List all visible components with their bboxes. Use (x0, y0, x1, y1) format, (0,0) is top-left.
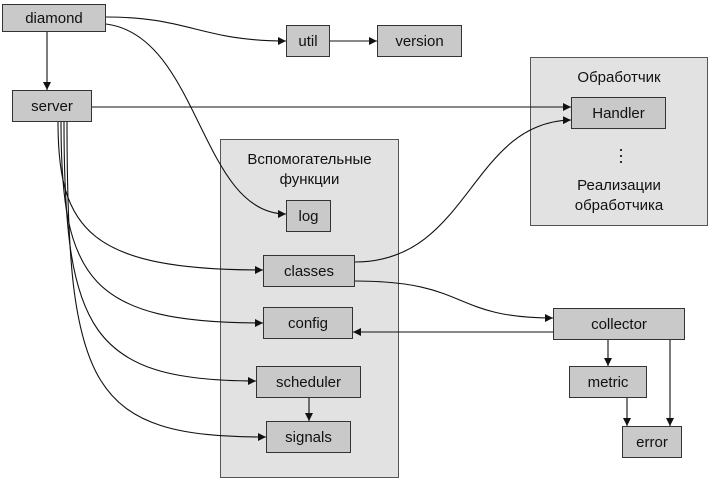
node-signals[interactable]: signals (266, 421, 351, 453)
edge-server-scheduler (63, 121, 257, 385)
node-classes[interactable]: classes (263, 255, 355, 287)
handlers-group: Обработчик ··· Реализации обработчика (530, 57, 708, 226)
edge-server-classes (57, 121, 264, 274)
node-error[interactable]: error (622, 426, 682, 458)
node-handler[interactable]: Handler (571, 97, 666, 129)
edge-diamond-util (105, 16, 287, 45)
node-util[interactable]: util (286, 25, 330, 57)
edge-server-signals (66, 121, 267, 441)
handlers-ellipsis: ··· (618, 139, 624, 171)
edge-diamond-log (105, 23, 287, 218)
handlers-group-note: Реализации обработчика (574, 177, 664, 214)
node-collector[interactable]: collector (553, 308, 685, 340)
node-version[interactable]: version (377, 25, 462, 57)
node-scheduler[interactable]: scheduler (256, 366, 361, 398)
node-server[interactable]: server (12, 90, 92, 122)
helpers-group-title: Вспомогательные функции (247, 151, 372, 188)
node-metric[interactable]: metric (569, 366, 647, 398)
handlers-group-title: Обработчик (577, 69, 661, 86)
node-config[interactable]: config (263, 307, 353, 339)
edge-server-config (60, 121, 264, 327)
edge-classes-handler (354, 116, 572, 263)
node-log[interactable]: log (286, 200, 331, 232)
edge-classes-collector (354, 280, 554, 322)
node-diamond[interactable]: diamond (2, 4, 106, 32)
